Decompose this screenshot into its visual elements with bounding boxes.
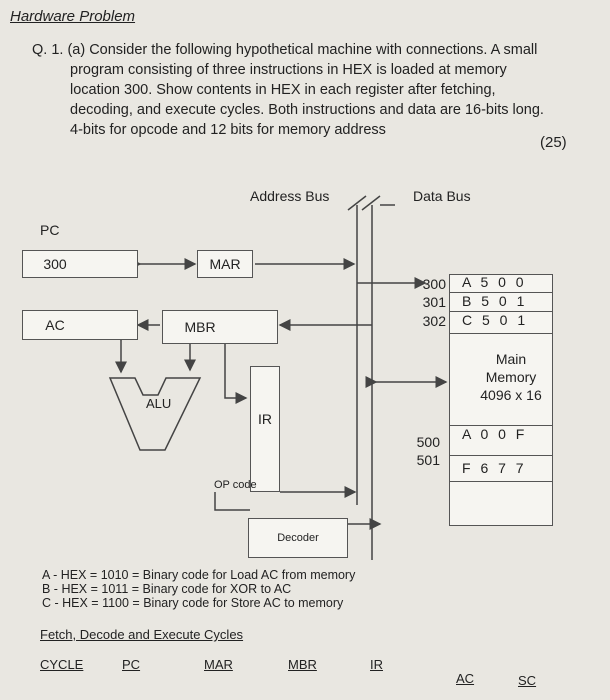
opcode-label: OP code: [214, 479, 257, 491]
pc-value: 300: [43, 256, 67, 272]
pc-label: PC: [40, 222, 60, 238]
question-line-2: program consisting of three instructions…: [70, 62, 507, 78]
ir-opcode-line: [214, 492, 250, 511]
memory-addr-301: 301: [422, 294, 446, 310]
memory-addr-500: 500: [416, 434, 440, 450]
header-ac: AC: [456, 671, 475, 686]
mar-register: MAR: [197, 250, 253, 278]
ac-label: AC: [45, 317, 65, 333]
question-line-4: decoding, and execute cycles. Both instr…: [70, 102, 544, 118]
data-bus-label: Data Bus: [413, 188, 471, 204]
encoding-b: B - HEX = 1011 = Binary code for XOR to …: [42, 582, 292, 596]
memory-addr-300: 300: [422, 276, 446, 292]
encoding-c: C - HEX = 1100 = Binary code for Store A…: [42, 596, 344, 610]
question-line-3: location 300. Show contents in HEX in ea…: [70, 82, 496, 98]
ir-label: IR: [258, 411, 272, 427]
marks: (25): [540, 134, 567, 151]
main-memory: [449, 274, 553, 526]
memory-gap: [450, 333, 552, 425]
memory-cell-500: A 0 0 F: [450, 425, 552, 449]
ac-register: AC: [22, 310, 138, 340]
pc-register: 300: [22, 250, 138, 278]
memory-title-1: Main: [495, 351, 527, 367]
header-ir: IR: [370, 657, 383, 672]
ir-register: IR: [250, 366, 280, 492]
memory-title: Main Memory 4096 x 16: [476, 350, 546, 404]
header-mar: MAR: [204, 657, 233, 672]
header-sc: SC: [518, 673, 537, 688]
data-bus-tick: [361, 195, 381, 211]
header-mbr: MBR: [288, 657, 317, 672]
mbr-ir-arrow: [224, 344, 248, 404]
memory-cell-302: C 5 0 1: [450, 311, 552, 333]
mbr-register: MBR: [162, 310, 278, 344]
decoder-box: Decoder: [248, 518, 348, 558]
question-line-1: Q. 1. (a) Consider the following hypothe…: [32, 42, 538, 58]
memory-bottom: [450, 481, 552, 525]
heading: Hardware Problem: [10, 8, 136, 25]
memory-title-3: 4096 x 16: [480, 387, 542, 403]
mar-label: MAR: [209, 256, 241, 272]
encoding-a: A - HEX = 1010 = Binary code for Load AC…: [42, 568, 356, 582]
address-bus-tick: [347, 195, 367, 211]
fetch-title: Fetch, Decode and Execute Cycles: [40, 627, 244, 642]
alu-shape: [108, 377, 202, 451]
address-bus-label: Address Bus: [250, 188, 330, 204]
memory-addr-501: 501: [416, 452, 440, 468]
question-line-5: 4-bits for opcode and 12 bits for memory…: [70, 122, 386, 138]
memory-cell-300: A 5 0 0: [462, 274, 527, 290]
mbr-label: MBR: [184, 319, 216, 335]
question-text: Q. 1. (a) Consider the following hypothe…: [32, 40, 572, 140]
header-pc: PC: [122, 657, 141, 672]
memory-cell-501: F 6 7 7: [450, 455, 552, 481]
alu-label: ALU: [146, 396, 172, 411]
memory-addr-302: 302: [422, 313, 446, 329]
memory-title-2: Memory: [485, 369, 537, 385]
memory-cell-301: B 5 0 1: [450, 292, 552, 312]
decoder-label: Decoder: [277, 532, 319, 544]
header-cycle: CYCLE: [40, 657, 84, 672]
